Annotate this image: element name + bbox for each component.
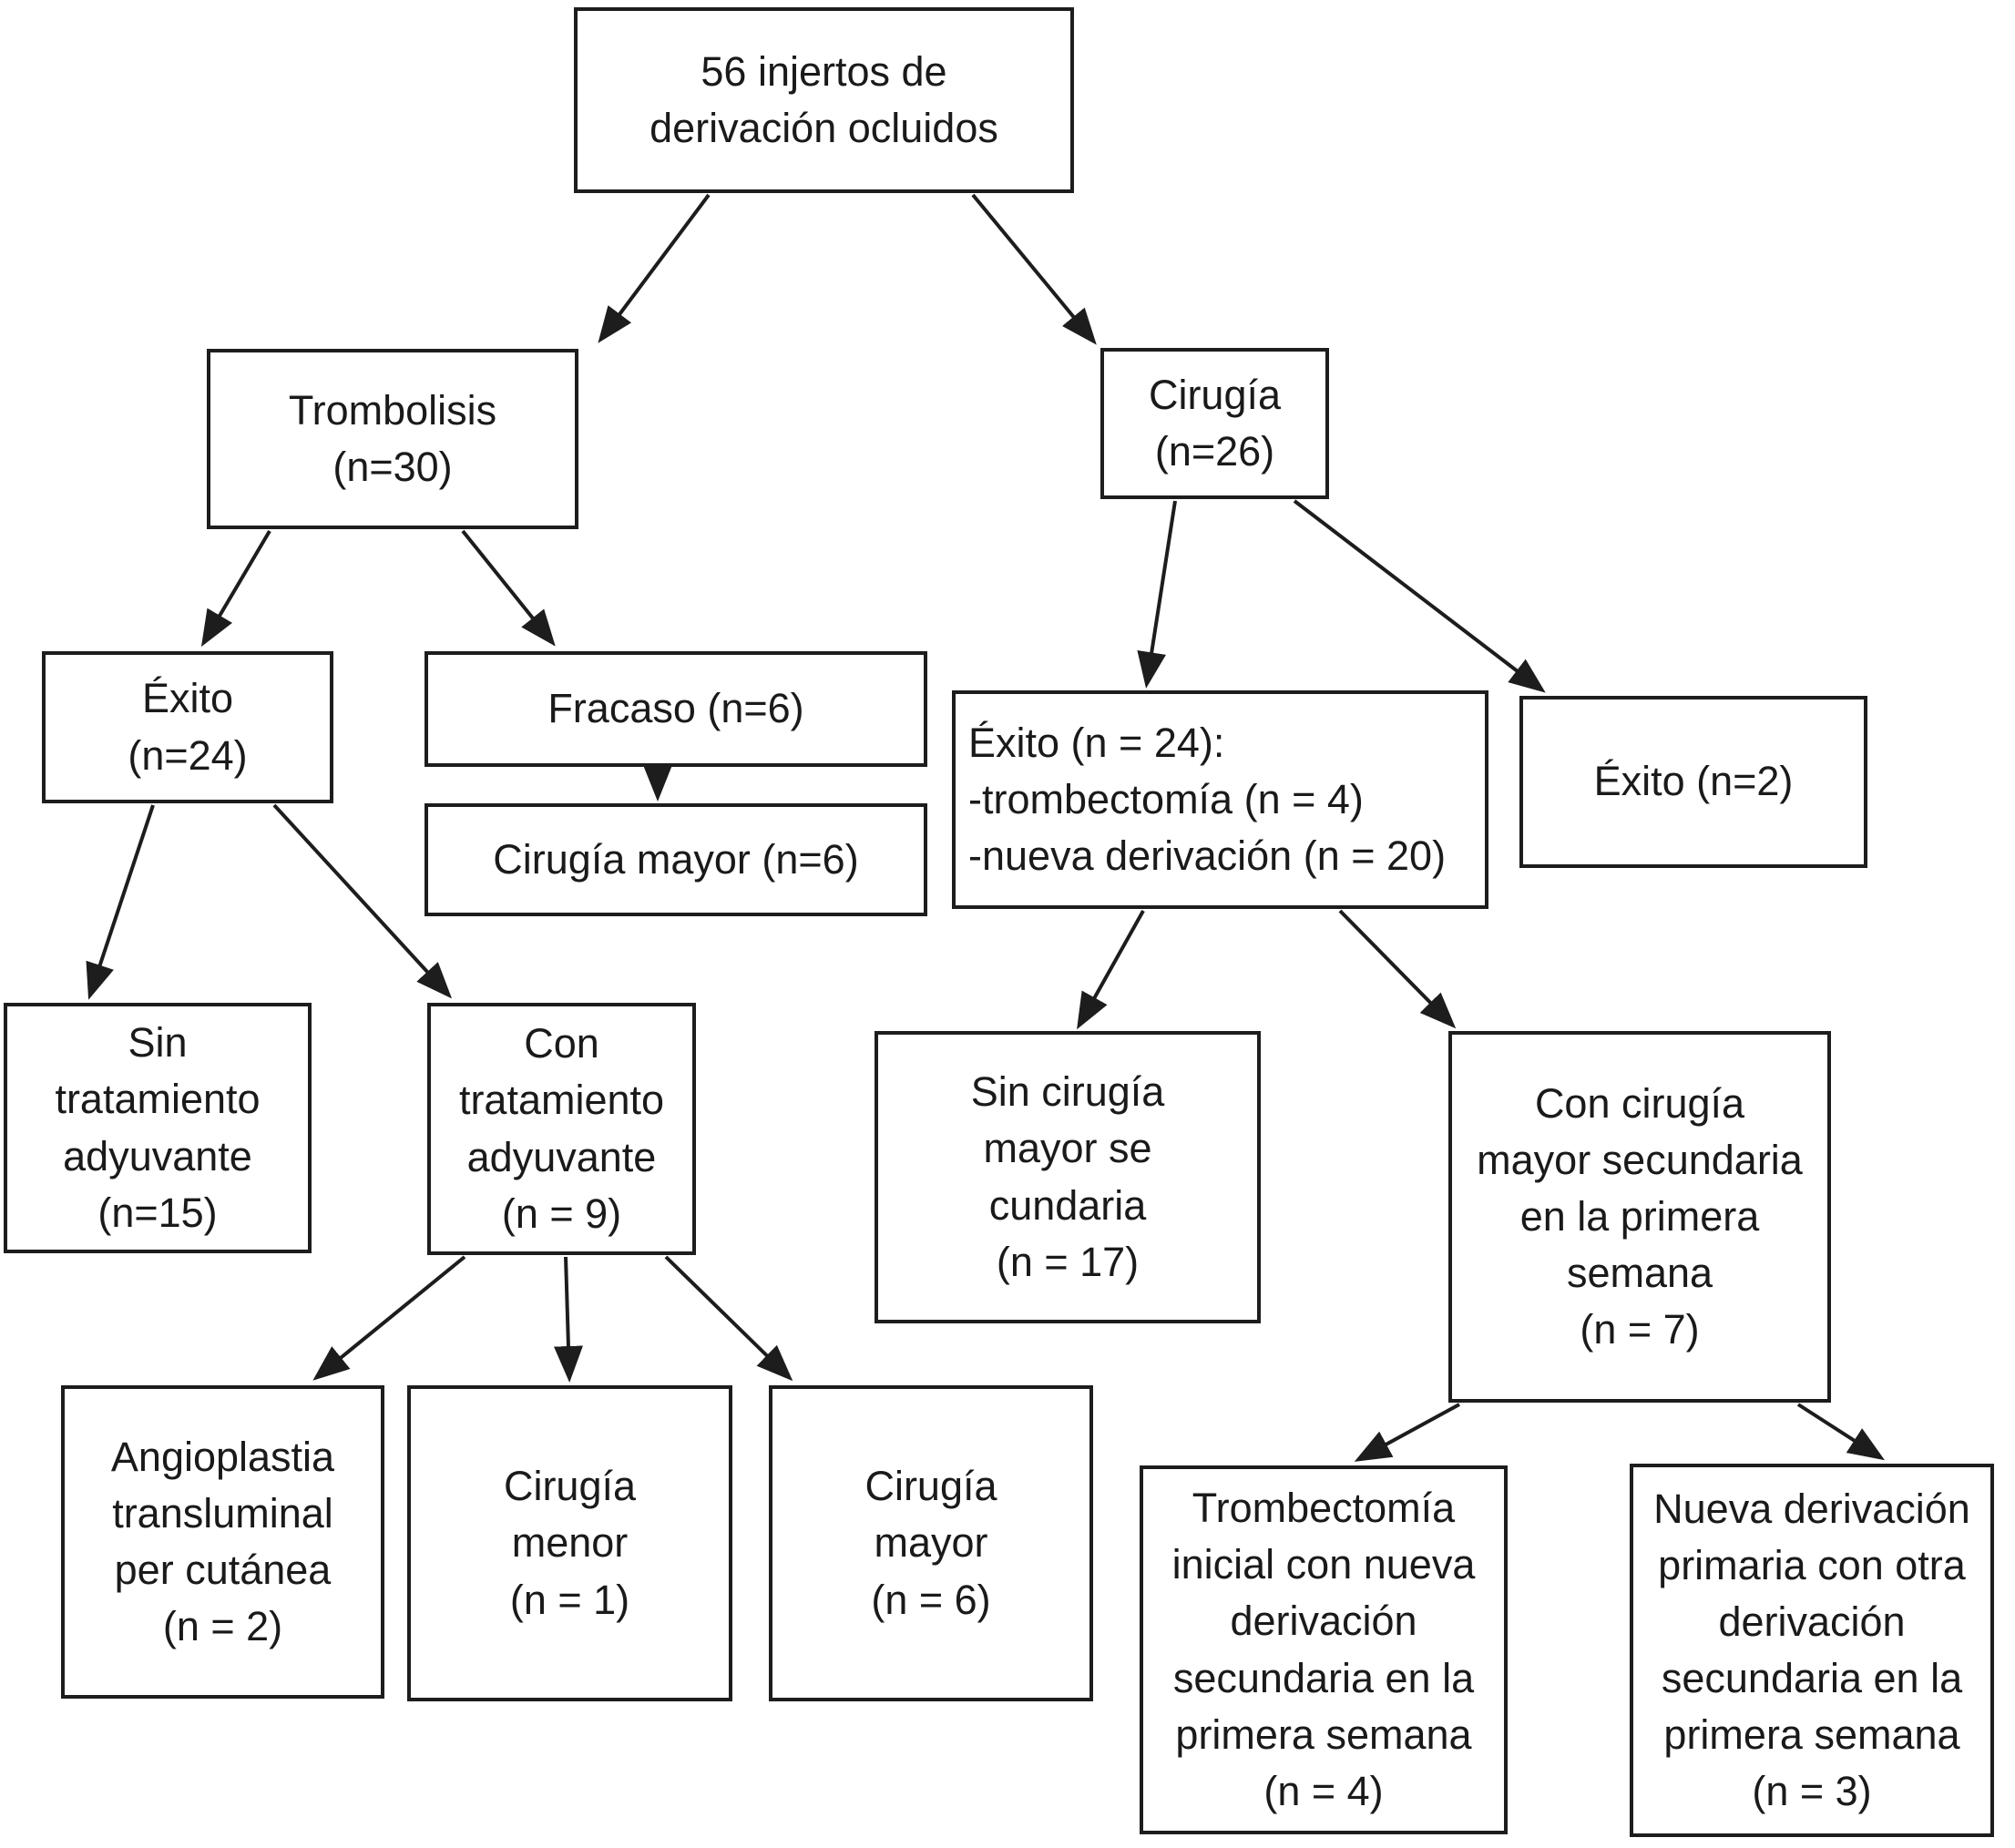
edge-con_tratamiento-to-cirugia_menor [553,1256,583,1383]
node-exito_cirugia-line: -nueva derivación (n = 20) [968,832,1447,880]
node-con_tratamiento: Con tratamiento adyuvante (n = 9) [427,1003,696,1255]
node-nueva_derivacion-line: secundaria en la [1661,1655,1963,1701]
node-nueva_derivacion-line: primera semana [1663,1711,1960,1759]
node-trombectomia_inicial-line: primera semana [1175,1710,1472,1758]
edge-exito_trombolisis-to-sin_tratamiento [86,804,155,1000]
node-exito_trombolisis: Éxito (n=24) [42,651,333,803]
node-con_cirugia_mayor-line: (n = 7) [1580,1306,1700,1353]
node-cirugia_menor: Cirugía menor (n = 1) [407,1385,732,1701]
node-sin_tratamiento-line: Sin [128,1019,188,1067]
edge-con_tratamiento-to-cirugia_mayor_adyuvante [664,1255,793,1382]
node-cirugia_menor-line: (n = 1) [509,1576,630,1623]
node-trombolisis-line: Trombolisis [288,386,497,434]
node-root: 56 injertos de derivación ocluidos [574,7,1074,193]
edge-trombolisis-to-exito_trombolisis [200,529,271,648]
node-con_tratamiento-line: adyuvante [466,1133,657,1180]
edge-con_cirugia_mayor-to-trombectomia_inicial [1354,1403,1460,1462]
node-trombectomia_inicial-line: Trombectomía [1192,1485,1456,1532]
node-cirugia_mayor_fracaso: Cirugía mayor (n=6) [424,803,927,916]
edge-root-to-trombolisis [598,193,711,343]
node-nueva_derivacion-line: primaria con otra [1658,1541,1966,1588]
edge-cirugia-to-exito_2 [1293,499,1546,693]
node-sin_tratamiento-line: adyuvante [63,1132,252,1179]
node-cirugia_mayor_adyuvante-line: (n = 6) [871,1576,991,1623]
node-fracaso: Fracaso (n=6) [424,651,927,767]
node-sin_tratamiento-line: (n=15) [97,1189,218,1236]
node-exito_2: Éxito (n=2) [1519,696,1867,868]
node-root-line: derivación ocluidos [650,105,998,151]
node-nueva_derivacion-line: (n = 3) [1752,1768,1872,1815]
edge-exito_cirugia-to-con_cirugia_mayor [1338,909,1457,1029]
node-sin_tratamiento: Sin tratamiento adyuvante (n=15) [4,1003,312,1253]
node-con_cirugia_mayor-line: Con cirugía [1534,1079,1745,1127]
node-con_tratamiento-line: Con [524,1020,599,1067]
node-trombectomia_inicial-line: derivación [1230,1598,1417,1645]
node-con_cirugia_mayor-line: mayor secundaria [1477,1136,1803,1183]
node-cirugia-line: Cirugía [1148,371,1282,418]
node-cirugia-line: (n=26) [1154,428,1275,475]
node-exito_trombolisis-line: Éxito [141,675,234,722]
node-angioplastia: Angioplastia transluminal per cutánea (n = … [61,1385,384,1699]
node-exito_cirugia-line: Éxito (n = 24): [968,719,1225,766]
node-angioplastia-line: (n = 2) [162,1603,283,1650]
node-con_cirugia_mayor-line: en la primera [1519,1192,1760,1240]
node-exito_2-line: Éxito (n=2) [1593,758,1794,805]
node-fracaso-line: Fracaso (n=6) [547,685,804,732]
node-angioplastia-line: per cutánea [114,1547,332,1593]
node-con_cirugia_mayor: Con cirugía mayor secundaria en la primera… [1448,1031,1831,1403]
node-angioplastia-line: transluminal [112,1489,333,1537]
edge-con_cirugia_mayor-to-nueva_derivacion [1796,1403,1886,1461]
node-sin_cirugia_mayor-line: mayor se [983,1125,1152,1172]
node-trombolisis-line: (n=30) [332,444,453,490]
node-cirugia_mayor_fracaso-line: Cirugía mayor (n=6) [493,835,859,883]
node-cirugia_mayor_adyuvante-line: mayor [874,1519,988,1567]
edge-con_tratamiento-to-angioplastia [312,1255,466,1381]
node-trombectomia_inicial-line: secundaria en la [1172,1654,1475,1701]
edge-root-to-cirugia [971,193,1097,345]
node-exito_cirugia: Éxito (n = 24): -trombectomía (n = 4) -nue… [952,690,1488,909]
edge-exito_cirugia-to-sin_cirugia_mayor [1077,910,1145,1030]
node-exito_cirugia-line: -trombectomía (n = 4) [968,775,1364,822]
node-sin_cirugia_mayor-line: cundaria [988,1181,1147,1229]
node-con_cirugia_mayor-line: semana [1566,1250,1713,1297]
node-trombectomia_inicial: Trombectomía inicial con nueva derivación s… [1140,1465,1508,1834]
node-nueva_derivacion-line: Nueva derivación [1653,1485,1970,1532]
node-nueva_derivacion: Nueva derivación primaria con otra derivac… [1630,1464,1994,1837]
node-con_tratamiento-line: (n = 9) [501,1189,622,1237]
node-cirugia_mayor_adyuvante-line: Cirugía [864,1463,997,1510]
node-trombectomia_inicial-line: (n = 4) [1263,1767,1384,1814]
node-cirugia: Cirugía (n=26) [1100,348,1329,499]
node-trombolisis: Trombolisis (n=30) [207,349,578,529]
edge-trombolisis-to-fracaso [461,529,556,647]
node-root-line: 56 injertos de [701,47,947,95]
node-cirugia_mayor_adyuvante: Cirugía mayor (n = 6) [769,1385,1093,1701]
node-nueva_derivacion-line: derivación [1718,1598,1906,1645]
node-sin_tratamiento-line: tratamiento [55,1076,261,1123]
node-sin_cirugia_mayor: Sin cirugía mayor se cundaria (n = 17) [875,1031,1261,1323]
node-cirugia_menor-line: Cirugía [503,1463,637,1510]
node-sin_cirugia_mayor-line: Sin cirugía [970,1068,1165,1116]
edge-exito_trombolisis-to-con_tratamiento [272,803,453,999]
node-con_tratamiento-line: tratamiento [458,1077,665,1124]
edge-cirugia-to-exito_cirugia [1137,500,1177,689]
node-angioplastia-line: Angioplastia [110,1433,335,1480]
node-sin_cirugia_mayor-line: (n = 17) [996,1238,1140,1285]
node-cirugia_menor-line: menor [511,1519,629,1567]
node-exito_trombolisis-line: (n=24) [128,731,248,779]
node-trombectomia_inicial-line: inicial con nueva [1171,1541,1476,1588]
